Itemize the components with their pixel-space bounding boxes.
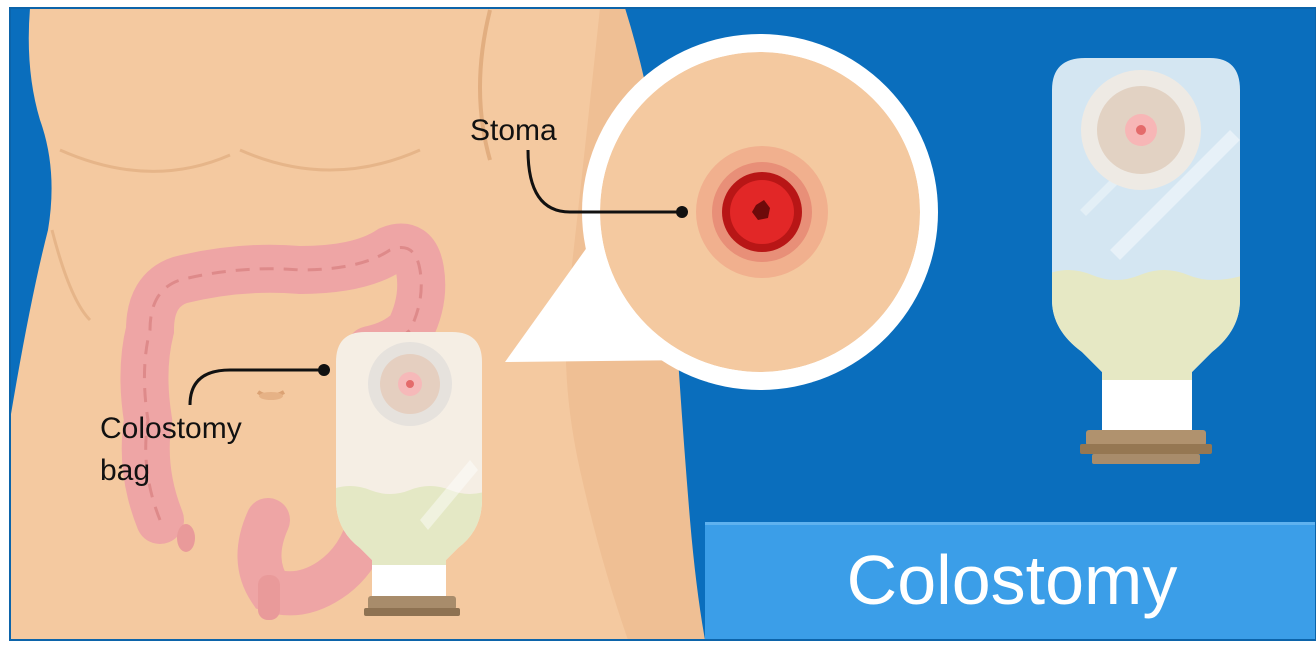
bag-stoma-center <box>406 380 414 388</box>
bag-clamp-base <box>1092 454 1200 464</box>
bag-clamp <box>1086 430 1206 446</box>
bag-neck <box>372 565 446 597</box>
navel-shadow <box>259 392 283 400</box>
bag-leader-dot <box>318 364 330 376</box>
bag-clamp <box>368 596 456 610</box>
bag-stoma-center <box>1136 125 1146 135</box>
title-banner-top-edge <box>705 522 1316 525</box>
bag-clamp-edge <box>1080 444 1212 454</box>
rectum <box>258 575 280 620</box>
bag-label-line1: Colostomy <box>100 412 242 445</box>
stoma-label: Stoma <box>470 114 557 147</box>
stoma-leader-dot <box>676 206 688 218</box>
bag-clamp-edge <box>364 608 460 616</box>
bag-label-line2: bag <box>100 454 150 487</box>
banner-title: Colostomy <box>847 541 1178 619</box>
appendix <box>177 524 195 552</box>
bag-neck <box>1102 380 1192 430</box>
